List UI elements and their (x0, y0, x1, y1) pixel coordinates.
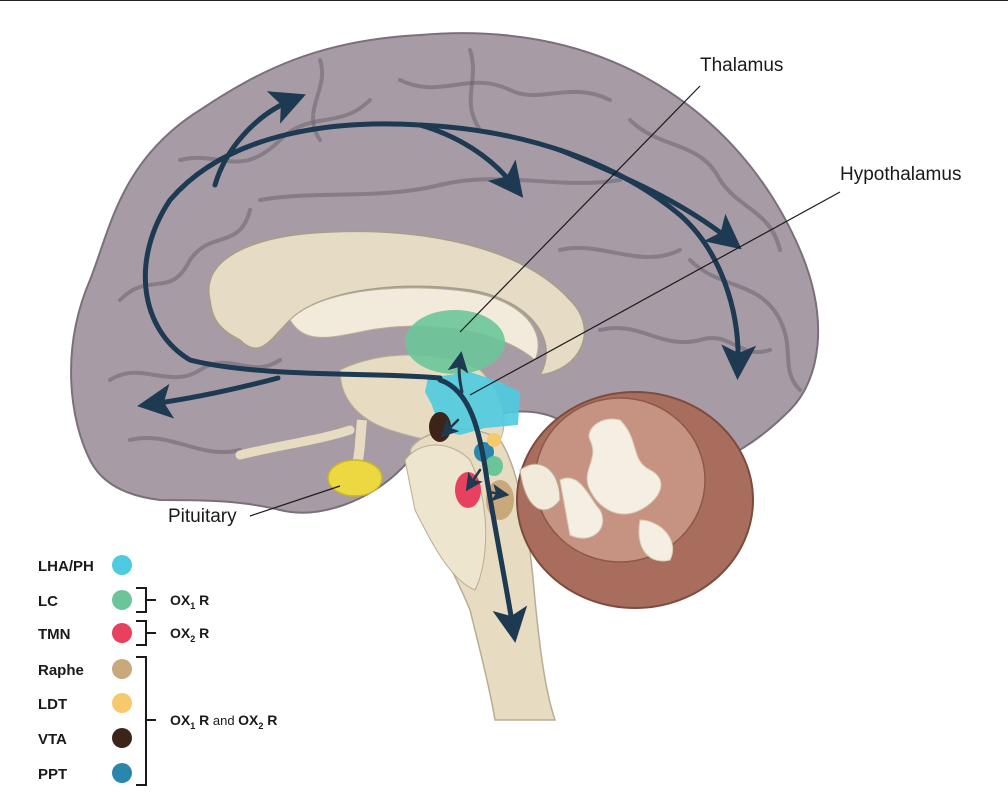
legend-swatch-vta (112, 728, 132, 748)
legend-swatch-raphe (112, 659, 132, 679)
top-border-rule (0, 0, 1008, 1)
legend-swatch-ppt (112, 763, 132, 783)
hypothalamus-label: Hypothalamus (840, 164, 961, 185)
tmn-nucleus (455, 472, 481, 508)
legend-item-ldt: LDT (38, 693, 132, 713)
legend-label-lha-ph: LHA/PH (38, 558, 94, 575)
pathway-to-thalamus (447, 351, 469, 394)
legend-item-tmn: TMN (38, 623, 132, 643)
legend-group-ox2: OX2 R (170, 625, 209, 644)
legend-swatch-tmn (112, 623, 132, 643)
lc-nucleus (485, 456, 503, 476)
pathway-to-raphe (486, 483, 510, 502)
legend-swatch-ldt (112, 693, 132, 713)
pathway-to-vta (440, 418, 460, 438)
vta-nucleus (429, 412, 451, 442)
legend-label-raphe: Raphe (38, 662, 84, 679)
thalamus-pointer (459, 85, 701, 333)
legend-swatch-lc (112, 590, 132, 610)
thalamus-label: Thalamus (700, 55, 783, 76)
corpus-callosum (208, 230, 586, 376)
pathway-to-frontal-top (212, 91, 306, 188)
legend-label-vta: VTA (38, 731, 67, 748)
legend-item-lc: LC (38, 590, 132, 610)
legend-label-ldt: LDT (38, 696, 67, 713)
legend-item-vta: VTA (38, 728, 132, 748)
legend-label-tmn: TMN (38, 626, 71, 643)
legend-group-both: OX1 R and OX2 R (170, 712, 277, 731)
bracket-ox2 (136, 620, 156, 646)
pituitary-gland (327, 459, 383, 497)
pathway-to-spinal (437, 377, 528, 643)
hypothalamus-pointer (469, 191, 841, 396)
pons (404, 444, 487, 591)
pathway-to-occipital (557, 147, 742, 250)
ldt-nucleus (487, 433, 501, 447)
arbor-vitae (559, 418, 674, 562)
bracket-both (136, 656, 156, 786)
legend: LHA/PH LC TMN Raphe LDT VTA PPT (38, 555, 277, 786)
legend-item-ppt: PPT (38, 763, 132, 783)
pathway-main-descending (142, 121, 757, 381)
pituitary-label: Pituitary (168, 506, 237, 527)
legend-swatch-lha-ph (112, 555, 132, 575)
legend-group-ox1: OX1 R (170, 592, 209, 611)
legend-item-lha-ph: LHA/PH (38, 555, 132, 575)
optic-nerve (235, 425, 355, 460)
bracket-ox1 (136, 587, 156, 613)
legend-label-ppt: PPT (38, 766, 67, 783)
orexin-pathways (137, 91, 757, 643)
pathway-to-parietal (417, 122, 524, 198)
pituitary-pointer (249, 485, 341, 517)
legend-item-raphe: Raphe (38, 659, 132, 679)
pathway-to-tmn (465, 468, 483, 492)
thalamus-region (405, 310, 505, 374)
fourth-ventricle (519, 463, 561, 511)
legend-label-lc: LC (38, 593, 58, 610)
pathway-to-frontal-base (137, 375, 281, 419)
